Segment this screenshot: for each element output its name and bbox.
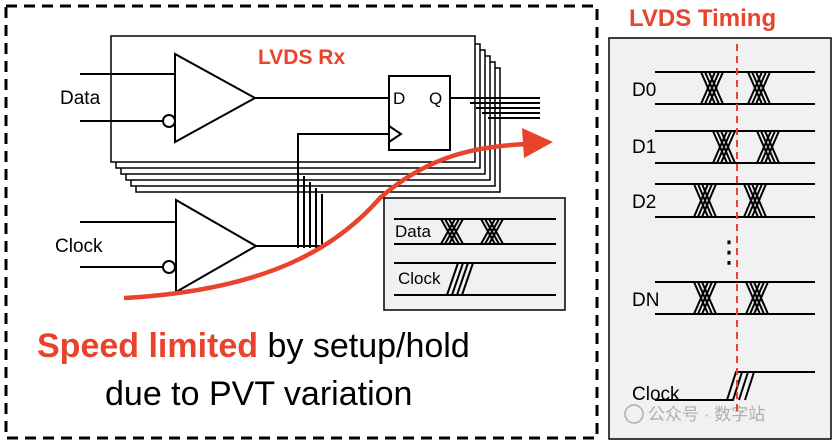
inset-clock-label: Clock: [398, 269, 441, 288]
clock-path: [297, 133, 389, 248]
receiver-dashed-frame: [4, 4, 599, 440]
lane-label-d1: D1: [632, 137, 656, 158]
watermark: 公众号 · 数字站: [624, 404, 765, 424]
caption-highlight: Speed limited: [37, 327, 258, 365]
speed-arrow: [123, 128, 553, 301]
lane-label-d2: D2: [632, 192, 656, 213]
timing-clock-label: Clock: [632, 384, 680, 405]
timing-title: LVDS Timing: [629, 5, 776, 32]
ff-q-label: Q: [429, 89, 442, 108]
rx-title: LVDS Rx: [258, 46, 345, 69]
ff-d-label: D: [393, 89, 405, 108]
inset-waveform: Data Clock: [383, 197, 566, 311]
lane-ellipsis: ⋮: [714, 236, 744, 269]
arrow-head-icon: [522, 128, 553, 158]
timing-waves: [655, 71, 815, 401]
caption-line1: Speed limited by setup/hold: [37, 327, 470, 365]
data-label: Data: [60, 88, 101, 109]
q-output-bus: [450, 97, 540, 119]
clock-label: Clock: [55, 236, 103, 257]
flip-flop: [388, 75, 451, 151]
watermark-text: 公众号 · 数字站: [648, 405, 765, 424]
data-buffer: [80, 52, 389, 144]
lane-label-d0: D0: [632, 80, 656, 101]
wechat-icon: [624, 404, 644, 424]
inset-data-label: Data: [395, 222, 431, 241]
caption-rest: by setup/hold: [258, 327, 470, 365]
lane-label-dn: DN: [632, 290, 659, 311]
clock-buffer: [80, 198, 322, 294]
caption-line2: due to PVT variation: [105, 375, 412, 413]
